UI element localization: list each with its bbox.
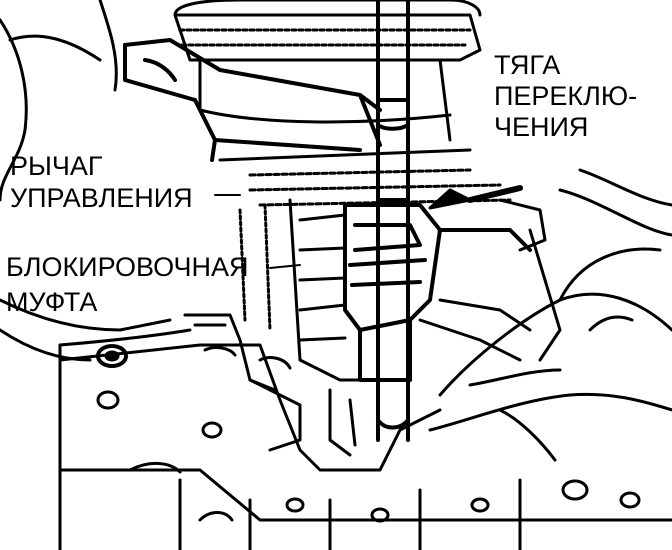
shift-rod	[376, 0, 410, 442]
label-control-lever-line-2: УПРАВЛЕНИЯ	[10, 183, 193, 213]
label-control-lever-line-1: РЫЧАГ	[10, 151, 103, 181]
label-shift-rod: ТЯГА ПЕРЕКЛЮ- ЧЕНИЯ	[494, 50, 637, 143]
linkage-bracket	[183, 313, 357, 457]
control-lever	[343, 203, 532, 382]
label-shift-rod-line-2: ПЕРЕКЛЮ-	[494, 81, 638, 111]
label-control-lever: РЫЧАГ УПРАВЛЕНИЯ	[10, 150, 193, 214]
leader-lines	[214, 194, 301, 269]
label-shift-rod-line-1: ТЯГА	[494, 50, 561, 80]
label-synchro-sleeve: БЛОКИРОВОЧНАЯ МУФТА	[6, 250, 249, 320]
lower-case	[58, 343, 672, 550]
label-shift-rod-line-3: ЧЕНИЯ	[494, 112, 589, 142]
pointer-arrow	[428, 185, 523, 210]
hand-drawing	[428, 247, 672, 462]
gear-stack	[173, 0, 512, 207]
selector-fork	[123, 38, 382, 162]
label-synchro-sleeve-line-2: МУФТА	[6, 287, 98, 317]
label-synchro-sleeve-line-1: БЛОКИРОВОЧНАЯ	[6, 252, 249, 282]
